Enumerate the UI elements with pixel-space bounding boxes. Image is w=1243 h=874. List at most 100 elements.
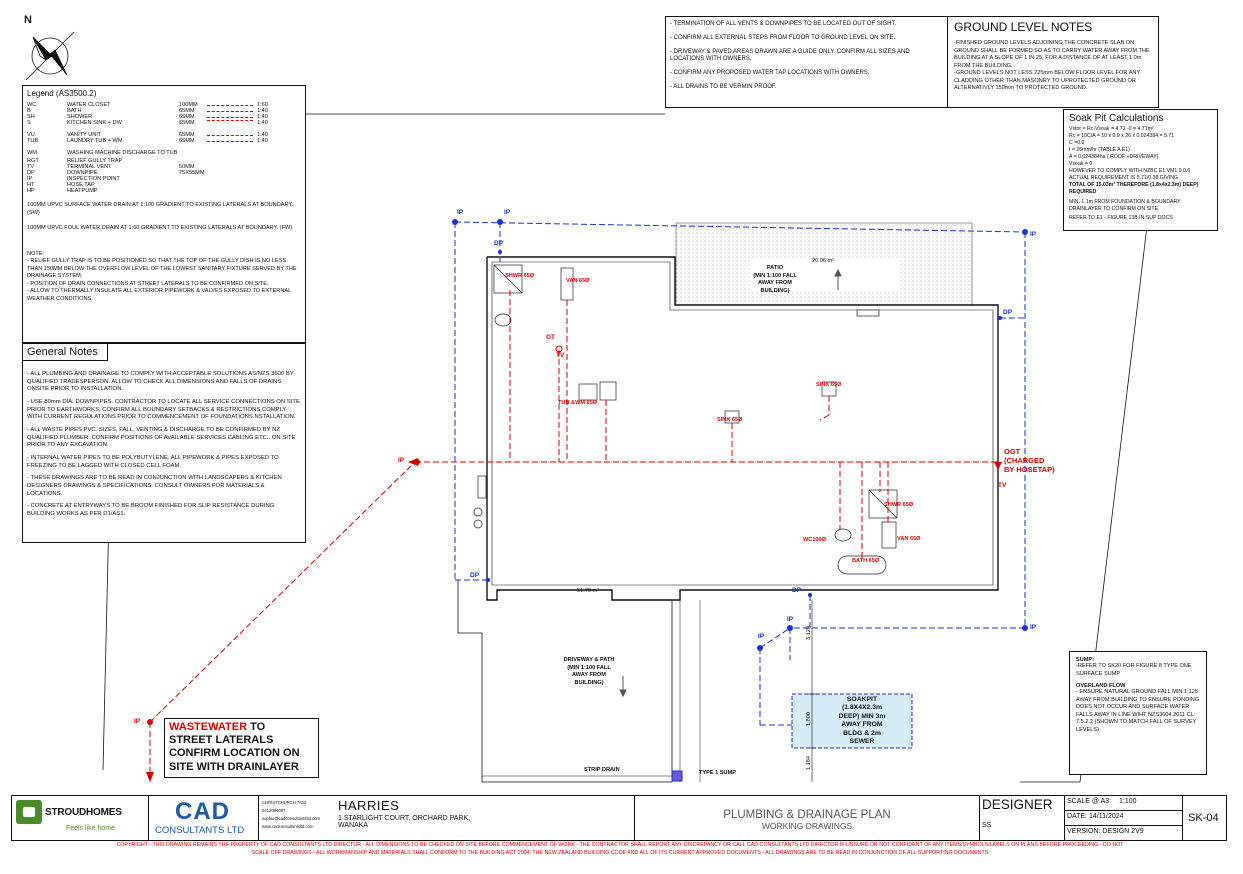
- legend-note-title: NOTE:: [27, 250, 45, 257]
- legend-line-sample: [207, 140, 253, 142]
- sump-label: TYPE 1 SUMP: [699, 770, 736, 776]
- scale-label: SCALE @ A3:: [1067, 798, 1112, 805]
- soak-pit-total: TOTAL OF 15.03m³ THEREFORE (1.8x4x2.3m) …: [1069, 182, 1199, 196]
- general-note-item: - ALL WASTE PIPES PVC. SIZES, FALL, VENT…: [27, 427, 296, 449]
- top-note-item: - TERMINATION OF ALL VENTS & DOWNPIPES T…: [670, 21, 897, 27]
- dimension-label: 3,129: [806, 626, 812, 640]
- legend-gradient: 1:40: [257, 132, 268, 138]
- legend-row: RGT RELIEF GULLY TRAP: [27, 158, 301, 164]
- legend-gradient: 1:60: [257, 102, 268, 108]
- legend-code: TUB: [27, 138, 39, 144]
- general-note-item: - INTERNAL WATER PIPES TO BE POLYBUTYLEN…: [27, 455, 279, 469]
- general-note-item: - THESE DRAWINGS ARE TO BE READ IN CONJU…: [27, 475, 282, 497]
- wastewater-label: WASTEWATER: [169, 721, 248, 733]
- legend-gradient: 1:40: [257, 138, 268, 144]
- label-ip: IP: [398, 457, 405, 464]
- label-ip: IP: [457, 209, 464, 216]
- label-tv: TV: [998, 482, 1007, 489]
- legend-code: HP: [27, 188, 35, 194]
- legend-code: RGT: [27, 158, 39, 164]
- legend-foul-water: 100MM UPVC FOUL WATER DRAIN AT 1:60 GRAD…: [27, 225, 293, 232]
- legend-row: SH SHOWER 65MM 1:40: [27, 114, 301, 120]
- legend-size: 65MM: [179, 114, 195, 120]
- designer-cell: DESIGNER SS: [979, 796, 1064, 840]
- fall-arrows: [619, 268, 842, 698]
- legend-notes: - RELIEF GULLY TRAP IS TO BE POSITIONED …: [27, 258, 301, 303]
- legend-surface-water: 100MM UPVC SURFACE WATER DRAIN AT 1:100 …: [27, 202, 293, 216]
- legend-code: WC: [27, 102, 37, 108]
- legend-size: 65MM: [179, 108, 195, 114]
- date-value: DATE: 14/11/2024: [1065, 811, 1182, 826]
- legend-gradient: 1:40: [257, 120, 268, 126]
- legend-desc: WASHING MACHINE DISCHARGE TO TUB: [67, 150, 178, 156]
- legend-code: DP: [27, 170, 35, 176]
- legend-desc: DOWNPIPE: [67, 170, 98, 176]
- label-wc: WC100Ø: [803, 537, 827, 543]
- drawing-title-cell: PLUMBING & DRAINAGE PLAN WORKING DRAWING…: [634, 796, 979, 840]
- legend-size: 65MM: [179, 138, 195, 144]
- top-note-item: - DRIVEWAY & PAVED AREAS DRAWN ARE A GUI…: [670, 48, 910, 63]
- surface-water-drains: [454, 221, 1026, 726]
- label-ip: IP: [1030, 624, 1037, 631]
- soak-note: REFER TO E1 - FIGURE 13B IN SUP DOCS: [1069, 215, 1173, 222]
- label-tv: TV: [556, 352, 565, 359]
- label-ip: IP: [1030, 231, 1037, 238]
- north-label: N: [24, 14, 32, 26]
- legend-desc: VANITY UNIT: [67, 132, 102, 138]
- legend-desc: RELIEF GULLY TRAP: [67, 158, 123, 164]
- legend-code: TV: [27, 164, 35, 170]
- general-notes-panel: General Notes - ALL PLUMBING AND DRAINAG…: [22, 343, 306, 543]
- legend-code: WM: [27, 150, 37, 156]
- legend-desc: BATH: [67, 108, 82, 114]
- legend-code: SH: [27, 114, 35, 120]
- legend-code: VU: [27, 132, 35, 138]
- client-cell: HARRIES 1 STARLIGHT COURT, ORCHARD PARK,…: [334, 796, 634, 840]
- stroud-name: STROUDHOMES: [45, 806, 122, 818]
- soak-pit-notes: MIN. 1.1m FROM FOUNDATION & BOUNDARY DRA…: [1069, 199, 1212, 222]
- label-ip: IP: [504, 209, 511, 216]
- ground-notes-text: -FINISHED GROUND LEVELS ADJOINING THE CO…: [954, 40, 1150, 69]
- contact-line: www.cadconsultantsltd.com: [262, 823, 314, 829]
- soak-line: Vsoak = 0: [1069, 161, 1093, 168]
- label-bath: BATH 65Ø: [852, 558, 880, 564]
- stroud-logo: STROUDHOMES Feels like home: [16, 800, 138, 838]
- title-block: STROUDHOMES Feels like home CAD CONSULTA…: [11, 795, 1227, 841]
- legend-desc: HEATPUMP: [67, 188, 98, 194]
- general-notes-title: General Notes: [23, 344, 108, 361]
- house-outline: [486, 256, 999, 601]
- legend-desc: LAUNDRY TUB + WM: [67, 138, 123, 144]
- label-dp: DP: [470, 572, 480, 579]
- top-notes-list: - TERMINATION OF ALL VENTS & DOWNPIPES T…: [670, 21, 943, 92]
- legend-gradient: 1:40: [257, 114, 268, 120]
- legend-size: 50MM: [179, 164, 195, 170]
- ground-notes-title: GROUND LEVEL NOTES: [954, 20, 1093, 34]
- legend-desc: SHOWER: [67, 114, 93, 120]
- drawing-title: PLUMBING & DRAINAGE PLAN: [723, 809, 891, 821]
- legend-row: DP DOWNPIPE 75X55MM: [27, 170, 301, 176]
- legend-line-sample: [207, 116, 253, 118]
- dimension-line: [808, 600, 816, 782]
- soak-pit-title: Soak Pit Calculations: [1069, 113, 1164, 124]
- legend-desc: INSPECTION POINT: [67, 176, 120, 182]
- legend-row: HP HEATPUMP: [27, 188, 301, 194]
- legend-size: 75X55MM: [179, 170, 205, 176]
- soak-line: ACTUAL REQUIREMENT IS 5.71/0.38 GIVING: [1069, 175, 1178, 182]
- label-sink: SINK 65Ø: [816, 382, 842, 388]
- legend-line-sample: [207, 120, 253, 121]
- soak-line: Vstor = Rc-Vsoak = 4.71 -0 = 4.71m³: [1069, 126, 1154, 132]
- client-name: HARRIES: [338, 798, 400, 813]
- label-ip: IP: [134, 718, 141, 725]
- contact-line: 0212084097: [262, 807, 286, 813]
- stroud-tagline: Feels like home: [66, 825, 116, 832]
- legend-line-sample: [207, 104, 253, 106]
- cad-logo: CAD: [175, 798, 230, 825]
- soak-line: HOWEVER TO COMPLY WITH NZBC E1 VM1 9.0.6: [1069, 168, 1191, 175]
- designer-label: DESIGNER: [982, 797, 1053, 812]
- soakpit-label: SOAKPIT (1.8X4X2.3m DEEP) MIN 3m AWAY FR…: [838, 696, 886, 746]
- cad-logo-cell: CAD CONSULTANTS LTD: [148, 796, 258, 840]
